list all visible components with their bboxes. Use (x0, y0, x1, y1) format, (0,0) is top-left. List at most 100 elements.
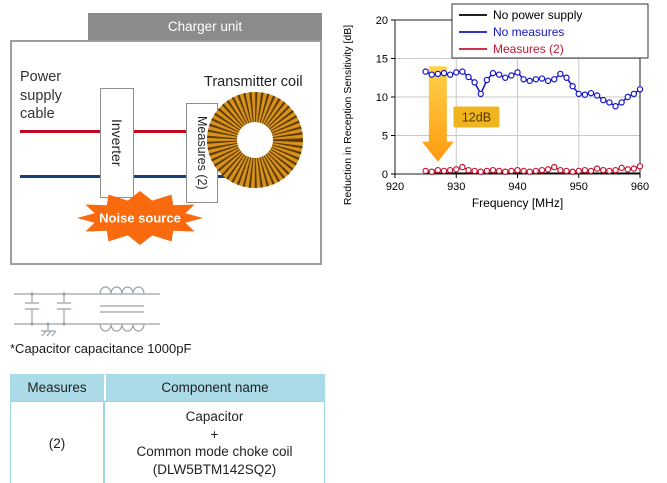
legend-label: No power supply (493, 8, 582, 22)
data-point (532, 76, 540, 83)
data-point (593, 165, 601, 172)
data-point (483, 167, 491, 175)
data-point (471, 167, 478, 175)
legend-label: No measures (493, 25, 564, 39)
data-point (551, 76, 558, 83)
data-point (459, 163, 466, 171)
data-point (446, 71, 454, 78)
data-point (465, 73, 472, 81)
data-point (434, 70, 442, 78)
data-point (440, 167, 448, 175)
data-point (526, 77, 533, 85)
y-tick-label: 10 (376, 92, 388, 104)
data-point (502, 168, 509, 175)
data-point (612, 103, 619, 110)
data-point (428, 71, 435, 78)
data-point (618, 99, 625, 106)
data-point (508, 72, 515, 79)
data-point (636, 163, 644, 170)
x-tick-label: 940 (508, 181, 526, 193)
legend-label: Measures (2) (493, 42, 564, 56)
data-point (446, 166, 454, 174)
schematic-lines (14, 286, 160, 337)
data-point (514, 166, 521, 174)
data-point (624, 166, 631, 173)
component-line: Common mode choke coil (136, 444, 293, 460)
annotation-label-bg (453, 106, 500, 128)
data-point (544, 77, 552, 85)
data-point (508, 167, 515, 175)
data-point (477, 168, 484, 175)
data-point (495, 71, 503, 78)
charger-unit-box: Power supply cable Inverter Measures (2)… (10, 40, 322, 265)
data-point (593, 92, 601, 99)
data-point (618, 164, 625, 172)
annotation-label: 12dB (462, 111, 491, 125)
data-point (538, 75, 546, 82)
data-point (557, 70, 564, 78)
data-point (532, 167, 540, 175)
reduction-arrow-icon (421, 66, 454, 162)
legend-box (451, 3, 649, 59)
x-tick-label: 950 (570, 181, 588, 193)
transmitter-coil-label: Transmitter coil (204, 74, 303, 90)
data-point (630, 90, 638, 98)
data-point (422, 167, 429, 175)
data-point (422, 68, 429, 75)
data-point (575, 167, 582, 175)
data-point (587, 89, 595, 97)
x-tick-label: 930 (447, 181, 465, 193)
data-point (520, 167, 527, 175)
data-point (581, 91, 589, 98)
x-tick-label: 960 (631, 181, 649, 193)
data-point (520, 76, 527, 83)
data-point (502, 74, 509, 81)
data-point (434, 166, 442, 174)
table-row: (2) Capacitor + Common mode choke coil (… (10, 401, 325, 483)
data-point (606, 167, 613, 175)
data-point (600, 96, 607, 104)
data-point (636, 86, 644, 93)
x-axis-label: Frequency [MHz] (472, 196, 563, 210)
measures-table: Measures Component name (2) Capacitor + … (10, 374, 325, 483)
capacitor-note: *Capacitor capacitance 1000pF (10, 341, 192, 356)
data-point (483, 76, 491, 84)
data-point (557, 166, 564, 174)
data-point (563, 167, 570, 175)
data-point (428, 168, 435, 175)
data-point (453, 166, 460, 173)
data-point (471, 79, 478, 86)
data-point (606, 99, 613, 106)
component-line: + (210, 426, 219, 442)
data-point (569, 83, 576, 90)
data-point (569, 168, 576, 175)
noise-source-label: Noise source (99, 211, 181, 226)
data-point (489, 69, 497, 77)
coil-windings (207, 92, 303, 188)
data-point (587, 167, 595, 175)
inverter-label: Inverter (109, 119, 125, 167)
data-point (563, 74, 570, 81)
component-line: Capacitor (185, 409, 244, 424)
measures-cell: (2) (10, 401, 104, 483)
data-point (538, 166, 546, 174)
schematic-junctions (30, 292, 66, 326)
data-point (465, 166, 472, 174)
inverter-box: Inverter (100, 88, 134, 198)
table-header-row: Measures Component name (10, 374, 325, 401)
data-point (514, 69, 521, 76)
transmitter-coil-icon (207, 92, 303, 188)
emc-filter-schematic (14, 286, 160, 337)
data-point (440, 69, 448, 77)
data-point (581, 166, 589, 174)
data-point (453, 69, 460, 76)
y-tick-label: 20 (376, 15, 388, 27)
measures-box-label: Measures (2) (195, 116, 209, 190)
table-header-component: Component name (104, 374, 325, 401)
data-point (612, 166, 619, 174)
data-point (575, 90, 582, 98)
data-point (551, 163, 558, 171)
y-tick-label: 0 (382, 169, 388, 181)
